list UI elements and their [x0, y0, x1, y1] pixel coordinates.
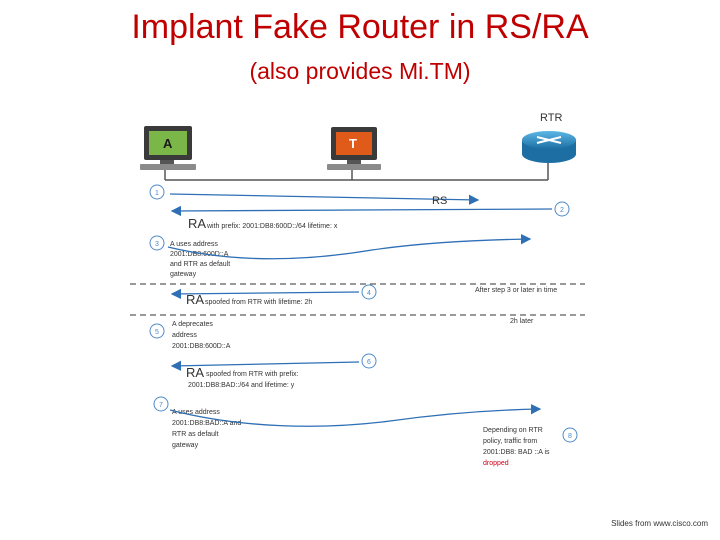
step-7-note: A uses address 2001:DB8:BAD::A and RTR a…	[172, 409, 241, 449]
network-bus	[164, 163, 549, 181]
step-8-marker: 8	[562, 427, 578, 443]
two-hours-later-note: 2h later	[510, 318, 534, 325]
slide-title: Implant Fake Router in RS/RA	[131, 8, 589, 46]
rs-message: RS	[169, 193, 480, 207]
step-4-number: 4	[367, 290, 371, 297]
step-3-note: A uses address 2001:DB8:600D::A and RTR …	[170, 241, 230, 278]
host-a-computer-icon: A	[140, 126, 196, 170]
ra-2-text: spoofed from RTR with lifetime: 2h	[205, 299, 312, 306]
router-label: RTR	[540, 112, 562, 124]
step-5-line-2: address	[172, 332, 197, 339]
host-a-label: A	[163, 136, 173, 151]
step-7-marker: 7	[153, 396, 169, 412]
step-3-line-4: gateway	[170, 271, 197, 278]
step-7-line-1: A uses address	[172, 409, 220, 416]
step-4-marker: 4	[361, 284, 377, 300]
step-3-line-2: 2001:DB8:600D::A	[170, 251, 229, 258]
rs-label: RS	[432, 195, 447, 207]
ra-message-2: RA spoofed from RTR with lifetime: 2h	[170, 288, 360, 307]
step-3-arrow	[167, 233, 532, 260]
step-5-marker: 5	[149, 323, 165, 339]
step-5-line-3: 2001:DB8:600D::A	[172, 343, 231, 350]
router-icon: RTR	[522, 112, 576, 163]
step-5-number: 5	[155, 329, 159, 336]
step-markers: 1 2 3 4 5 6 7 8	[149, 184, 578, 443]
step-5-line-1: A deprecates	[172, 321, 213, 328]
slide-credit: Slides from www.cisco.com	[611, 519, 708, 528]
step-3-line-3: and RTR as default	[170, 261, 230, 268]
step-3-line-1: A uses address	[170, 241, 218, 248]
step-8-note: Depending on RTR policy, traffic from 20…	[483, 427, 550, 467]
step-3-marker: 3	[149, 235, 165, 251]
step-7-arrow	[169, 403, 542, 427]
step-8-dropped: dropped	[483, 460, 509, 467]
step-7-line-3: RTR as default	[172, 431, 219, 438]
step-1-number: 1	[155, 190, 159, 197]
step-8-line-1: Depending on RTR	[483, 427, 543, 434]
step-6-marker: 6	[361, 353, 377, 369]
step-7-line-4: gateway	[172, 442, 199, 449]
host-t-label: T	[349, 136, 357, 151]
ra-3-label: RA	[186, 365, 204, 380]
ra-1-text: with prefix: 2001:DB8:600D::/64 lifetime…	[206, 223, 338, 230]
step-3-number: 3	[155, 241, 159, 248]
step-6-number: 6	[367, 359, 371, 366]
step-7-number: 7	[159, 402, 163, 409]
ra-message-1: RA with prefix: 2001:DB8:600D::/64 lifet…	[170, 205, 553, 231]
step-8-line-3: 2001:DB8: BAD ::A is	[483, 449, 550, 456]
ra-2-label: RA	[186, 292, 204, 307]
after-step-3-note: After step 3 or later in time	[475, 287, 557, 294]
ra-3-text-line-2: 2001:DB8:BAD::/64 and lifetime: y	[188, 382, 295, 389]
ra-3-text-line-1: spoofed from RTR with prefix:	[206, 371, 299, 378]
host-t-computer-icon: T	[327, 127, 381, 170]
step-7-line-2: 2001:DB8:BAD::A and	[172, 420, 241, 427]
step-8-line-2: policy, traffic from	[483, 438, 537, 445]
step-5-note: A deprecates address 2001:DB8:600D::A	[172, 321, 231, 350]
step-8-number: 8	[568, 433, 572, 440]
ra-message-3: RA spoofed from RTR with prefix: 2001:DB…	[170, 360, 360, 389]
step-2-number: 2	[560, 207, 564, 214]
step-2-marker: 2	[554, 201, 570, 217]
ra-1-label: RA	[188, 216, 206, 231]
slide-subtitle: (also provides Mi.TM)	[249, 58, 471, 84]
step-1-marker: 1	[149, 184, 165, 200]
